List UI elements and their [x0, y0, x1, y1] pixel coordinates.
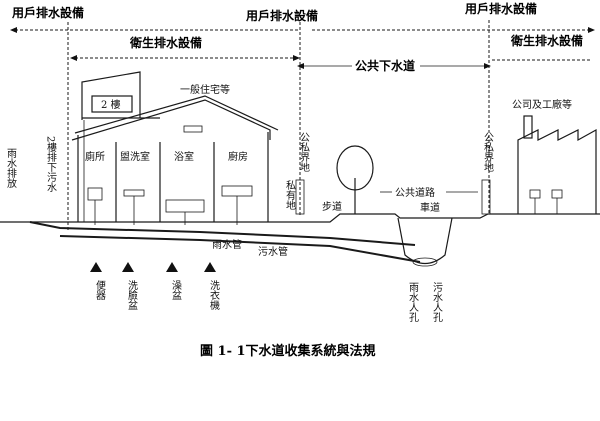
triangle-marker	[90, 262, 102, 272]
sewage-pipe	[59, 235, 421, 263]
label-bathtub: 澡盆	[170, 280, 182, 300]
label-toilet-bowl: 便器	[94, 279, 106, 301]
tree	[336, 145, 374, 214]
label-rain-drain: 雨水排放	[5, 148, 17, 189]
label-private-land: 私有地	[284, 180, 296, 210]
sink-fixture	[221, 185, 253, 197]
label-rainwater-pipe: 雨水管	[212, 238, 242, 251]
label-boundary-left: 公私界地	[298, 132, 310, 172]
fixture-legend: 便器 洗臉盆 澡盆 洗衣機	[90, 262, 220, 311]
header-user-drainage-right: 用戶排水設備	[464, 1, 537, 16]
label-sidewalk: 步道	[322, 200, 342, 213]
label-boundary-right: 公私界地	[482, 132, 494, 172]
span-public-sewer: 公共下水道	[297, 58, 491, 73]
label-toilet-room: 廁所	[85, 150, 105, 163]
label-second-floor: 2 樓	[101, 98, 121, 111]
span-sanitary-left	[70, 55, 300, 61]
label-sewage-manhole: 污水人孔	[431, 282, 443, 323]
span-user-drainage	[10, 27, 595, 33]
rainwater-pipe	[29, 221, 416, 246]
figure-caption: 圖 1- 1下水道收集系統與法規	[200, 343, 376, 359]
manhole	[397, 217, 453, 267]
factory: 公司及工廠等	[512, 98, 597, 214]
ground-line	[0, 213, 600, 223]
boundary-marker-right	[481, 179, 491, 215]
header-user-drainage-mid: 用戶排水設備	[245, 8, 318, 23]
header-sanitary-left: 衛生排水設備	[129, 35, 202, 50]
label-roadway: 車道	[420, 201, 440, 214]
label-rainwater-manhole: 雨水人孔	[407, 282, 419, 323]
label-2f-drain: 2樓排下污水	[45, 136, 57, 192]
header-sanitary-right: 衛生排水設備	[510, 33, 583, 48]
boundary-marker-left	[295, 179, 305, 215]
header-user-drainage-left: 用戶排水設備	[11, 5, 84, 20]
label-washing-machine: 洗衣機	[208, 280, 220, 311]
bathtub-fixture	[165, 199, 205, 213]
label-sewage-pipe: 污水管	[258, 245, 288, 258]
label-wash-basin: 洗臉盆	[126, 280, 138, 310]
triangle-marker	[122, 262, 134, 272]
house: 2 樓 一般住宅等 廁所 盥洗室 浴室 廚房	[71, 71, 279, 225]
label-washroom: 盥洗室	[120, 150, 150, 163]
label-kitchen: 廚房	[228, 150, 248, 163]
triangle-marker	[204, 262, 216, 272]
label-ordinary-house: 一般住宅等	[180, 83, 230, 96]
header-public-sewer: 公共下水道	[355, 58, 415, 73]
label-public-road: 公共道路	[395, 186, 435, 199]
basin-fixture	[123, 189, 145, 197]
triangle-marker	[166, 262, 178, 272]
label-bathroom: 浴室	[174, 150, 194, 163]
label-factory: 公司及工廠等	[512, 98, 572, 111]
toilet-fixture	[87, 187, 103, 201]
